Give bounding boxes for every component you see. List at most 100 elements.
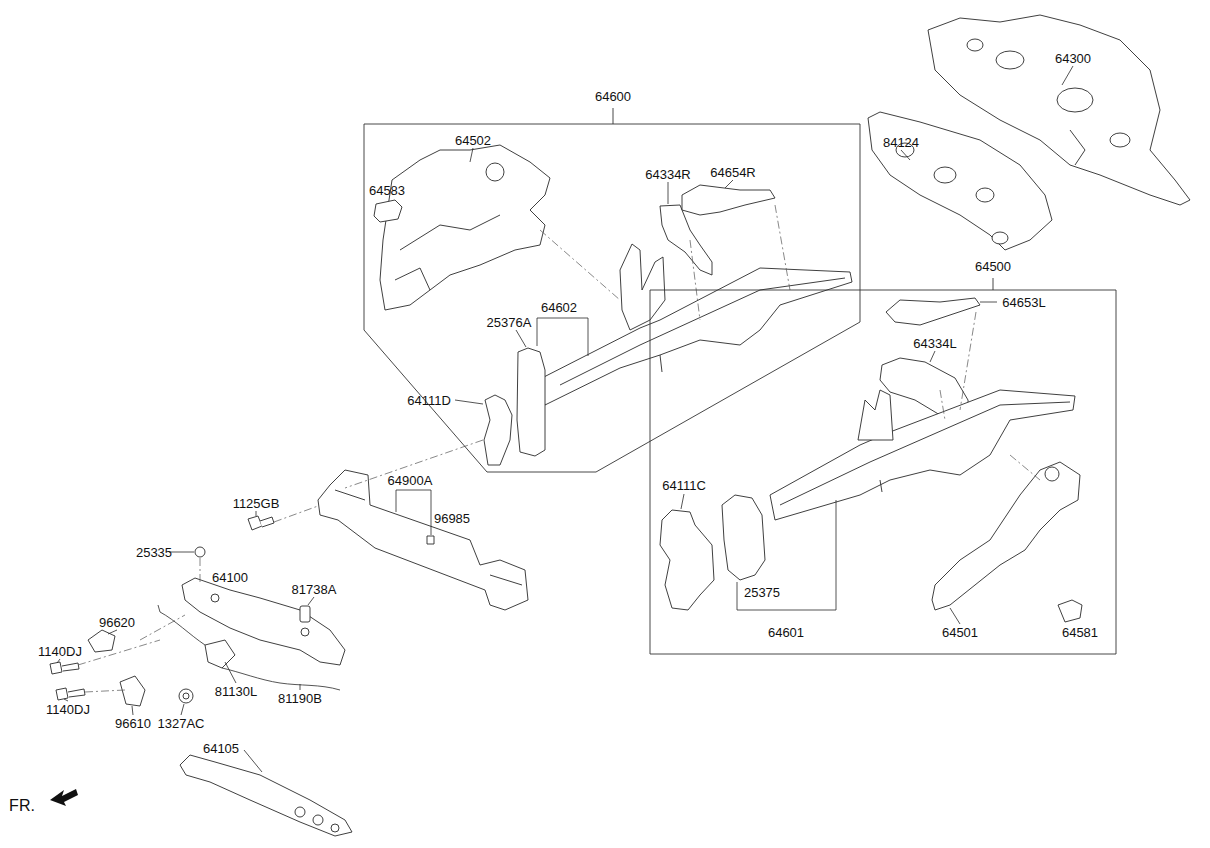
- drawing-line: [160, 612, 340, 690]
- frame-tick: [993, 278, 994, 290]
- callout-number: 25335: [136, 545, 172, 560]
- drawing-line: [244, 750, 262, 772]
- drawing-line: [85, 690, 125, 692]
- drawing-line: [179, 689, 193, 703]
- callout-number: 96610: [115, 716, 151, 731]
- callout-number: 84124: [883, 135, 919, 150]
- drawing-line: [132, 706, 133, 715]
- group-frame: 64600: [364, 124, 860, 472]
- drawing-line: [660, 355, 662, 372]
- drawing-line: [980, 302, 997, 303]
- drawing-line: [1070, 130, 1085, 165]
- drawing-line: [1045, 467, 1059, 481]
- drawing-line: [1110, 133, 1130, 147]
- drawing-line: [620, 244, 665, 330]
- drawing-line: [300, 684, 301, 690]
- drawing-line: [183, 693, 189, 699]
- callout-number: 64601: [768, 625, 804, 640]
- drawing-line: [725, 180, 733, 188]
- callout-number: 96985: [434, 511, 470, 526]
- drawing-line: [225, 662, 236, 683]
- frame-tick: [613, 108, 614, 124]
- drawing-line: [335, 490, 522, 585]
- drawing-line: [331, 824, 339, 832]
- drawing-line: [901, 150, 910, 160]
- drawing-line: [940, 390, 945, 420]
- drawing-line: [517, 348, 545, 456]
- drawing-line: [345, 440, 483, 488]
- drawing-line: [301, 628, 309, 636]
- drawing-line: [880, 480, 882, 492]
- callout-number: 64502: [455, 133, 491, 148]
- frame-outline: [364, 124, 860, 472]
- drawing-line: [57, 659, 60, 663]
- drawing-line: [260, 517, 274, 527]
- drawing-line: [200, 558, 201, 585]
- drawing-line: [158, 605, 160, 612]
- drawing-line: [400, 215, 500, 250]
- drawing-line: [395, 268, 430, 290]
- callout-number: 96620: [99, 615, 135, 630]
- callout-number: 64100: [212, 570, 248, 585]
- drawing-line: [960, 312, 976, 410]
- drawing-line: [78, 640, 160, 665]
- drawing-line: [57, 66, 1073, 772]
- drawing-line: [976, 188, 994, 202]
- callout-number: 25376A: [487, 315, 532, 330]
- callout-number: 1140DJ: [38, 644, 82, 659]
- drawing-line: [775, 205, 790, 290]
- drawing-line: [195, 547, 205, 557]
- callout-number: 1125GB: [233, 496, 280, 511]
- callout-number: 1140DJ: [46, 702, 90, 717]
- callout-number: 64583: [369, 183, 405, 198]
- drawing-line: [540, 230, 620, 300]
- drawing-line: [313, 815, 323, 825]
- drawing-line: [374, 200, 402, 222]
- drawing-line: [722, 495, 765, 580]
- drawing-line: [690, 240, 700, 320]
- callout-number: 25375: [744, 585, 780, 600]
- drawing-line: [181, 704, 184, 715]
- group-frame: 64500: [650, 290, 1116, 654]
- callout-number: 64300: [1055, 51, 1091, 66]
- drawing-line: [486, 163, 504, 181]
- drawing-line: [681, 494, 684, 509]
- direction-mark: FR.: [9, 797, 35, 815]
- callout-number: 81130L: [215, 684, 257, 699]
- frame-border: [650, 290, 1116, 654]
- drawing-line: [660, 205, 712, 275]
- drawing-line: [120, 676, 145, 706]
- callout-number: 64653L: [1002, 295, 1045, 310]
- callout-number: 64602: [541, 300, 577, 315]
- drawing-line: [140, 615, 185, 640]
- drawing-line: [205, 640, 235, 668]
- callout-number: 1327AC: [158, 716, 205, 731]
- drawing-line: [256, 511, 257, 516]
- drawing-line: [858, 390, 893, 440]
- group-number: 64500: [975, 259, 1011, 274]
- drawing-line: [516, 330, 526, 347]
- drawing-line: [1058, 600, 1082, 622]
- drawing-line: [1057, 88, 1093, 112]
- callout-number: 64581: [1062, 625, 1098, 640]
- drawing-line: [1010, 455, 1040, 480]
- drawing-line: [660, 510, 714, 610]
- group-number: 64600: [595, 89, 631, 104]
- drawing-line: [211, 594, 219, 602]
- drawing-line: [318, 470, 528, 610]
- callout-number: 81190B: [278, 691, 322, 706]
- drawing-line: [967, 39, 983, 51]
- drawing-line: [470, 148, 473, 162]
- drawing-line: [380, 145, 550, 310]
- drawing-line: [396, 490, 431, 535]
- drawing-line: [886, 298, 980, 325]
- drawing-line: [1062, 66, 1073, 85]
- drawing-line: [484, 395, 512, 465]
- callout-number: 64900A: [388, 473, 433, 488]
- drawing-line: [50, 662, 79, 674]
- callout-number: 64111C: [662, 478, 706, 493]
- drawing-line: [682, 185, 775, 215]
- drawing-line: [537, 318, 588, 356]
- drawing-line: [295, 807, 305, 817]
- drawing-line: [996, 51, 1024, 69]
